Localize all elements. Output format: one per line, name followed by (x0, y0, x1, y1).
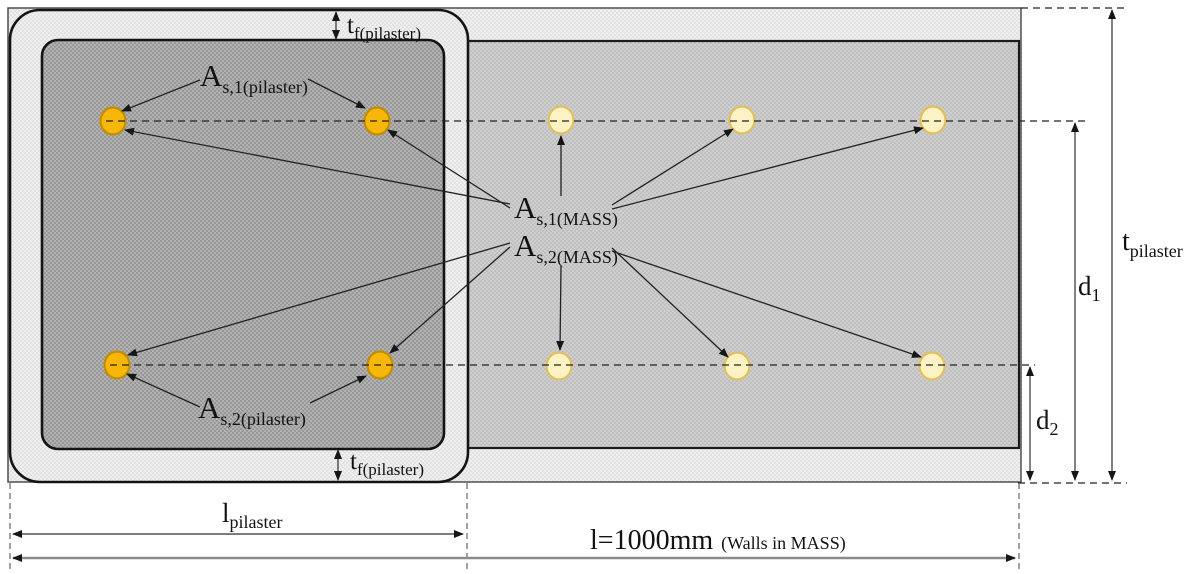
label-tf-bottom: tf(pilaster) (350, 448, 424, 479)
leader-as1mass-w3 (611, 126, 924, 210)
label-d1: d1 (1078, 271, 1101, 305)
label-d2: d2 (1036, 405, 1059, 439)
label-as2-pilaster: As,2(pilaster) (198, 390, 306, 430)
leader-as2mass-p3 (127, 242, 511, 357)
label-tf-top: tf(pilaster) (347, 12, 421, 43)
label-as1-pilaster: As,1(pilaster) (200, 58, 308, 98)
leader-as2mass-w6 (611, 250, 922, 358)
leader-as2pilaster-bar1 (126, 373, 201, 408)
rebar-wall-top-1 (547, 105, 575, 135)
label-as1-mass: As,1(MASS) (514, 190, 618, 230)
label-t-pilaster: tpilaster (1122, 226, 1183, 261)
wall-core (450, 39, 1021, 450)
label-as2-mass: As,2(MASS) (514, 228, 618, 268)
rebar-wall-bottom-2 (723, 351, 751, 381)
leader-as2mass-w4 (556, 265, 565, 351)
rebar-wall-bottom-3 (918, 351, 946, 381)
leader-as2mass-w5 (611, 247, 729, 358)
leader-as1mass-w2 (611, 128, 734, 206)
rebar-wall-bottom-1 (545, 351, 573, 381)
leader-as1pilaster-bar1 (121, 79, 201, 112)
label-l-wall: l=1000mm(Walls in MASS) (590, 525, 846, 556)
rebar-wall-top-3 (919, 105, 947, 135)
rebar-wall-top-2 (728, 105, 756, 135)
label-l-pilaster: lpilaster (222, 498, 283, 532)
leader-as1mass-p1 (124, 127, 511, 205)
pilaster-core (40, 38, 446, 451)
leader-as2mass-p4 (389, 246, 511, 354)
leader-as1pilaster-bar2 (307, 78, 366, 109)
leader-as2pilaster-bar2 (309, 375, 367, 404)
leader-as1mass-p2 (387, 129, 511, 209)
